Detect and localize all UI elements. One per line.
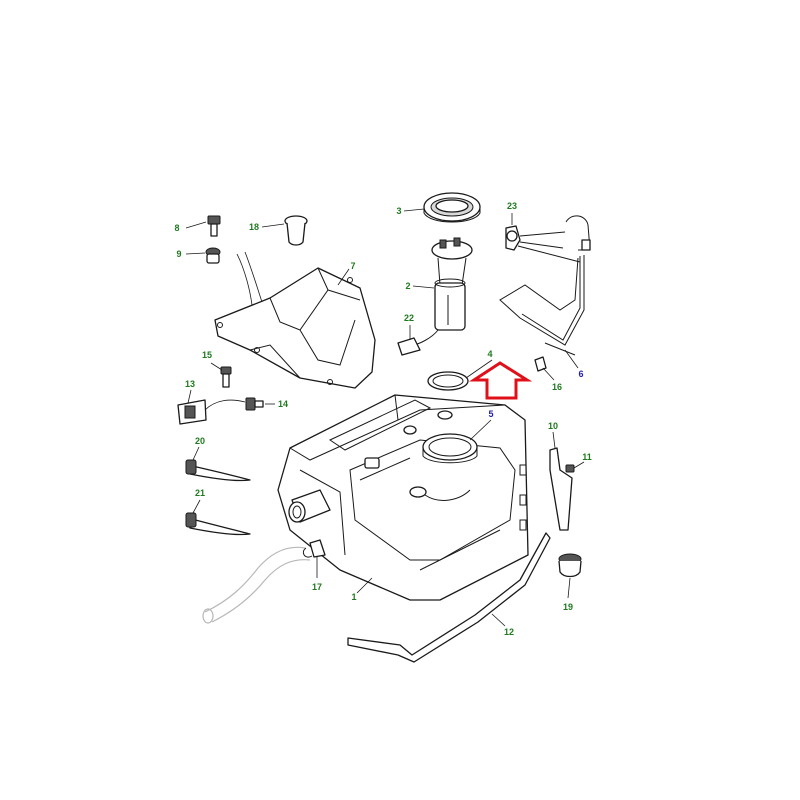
bolt-15 — [220, 366, 232, 388]
callout-22: 22 — [404, 313, 414, 323]
clip-17 — [302, 539, 326, 558]
callout-9: 9 — [176, 249, 181, 259]
breather-pipe — [499, 215, 591, 356]
nut-9 — [205, 247, 221, 264]
tank-strap-12 — [347, 532, 551, 663]
callout-15: 15 — [202, 350, 212, 360]
bracket-10 — [549, 447, 573, 531]
strap-21 — [185, 512, 251, 536]
bump-stop-19 — [558, 553, 582, 578]
tank-flange-ring — [422, 433, 478, 464]
callout-23: 23 — [507, 201, 517, 211]
callout-6: 6 — [578, 369, 583, 379]
bolt-8 — [207, 215, 221, 237]
locking-ring — [423, 192, 481, 223]
strap-20 — [185, 459, 251, 482]
callout-12: 12 — [504, 627, 514, 637]
heat-shield — [214, 251, 376, 389]
callout-17: 17 — [312, 582, 322, 592]
callout-2: 2 — [405, 281, 410, 291]
grommet-18 — [284, 215, 308, 246]
callout-16: 16 — [552, 382, 562, 392]
callout-3: 3 — [396, 206, 401, 216]
screw-11 — [565, 464, 575, 473]
fuel-pump-module — [411, 237, 473, 346]
callout-11: 11 — [582, 452, 592, 462]
callout-20: 20 — [195, 436, 205, 446]
callout-10: 10 — [548, 421, 558, 431]
callout-14: 14 — [278, 399, 288, 409]
pump-seal-ring — [427, 371, 469, 391]
callout-labels: 8 9 18 7 3 2 22 4 5 23 6 16 15 13 14 20 … — [174, 201, 591, 637]
breather-valve — [505, 225, 581, 263]
callout-19: 19 — [563, 602, 573, 612]
callout-1: 1 — [351, 592, 356, 602]
fuel-tank — [277, 394, 529, 601]
pipe-clip — [534, 356, 547, 372]
callout-4: 4 — [487, 349, 492, 359]
callout-7: 7 — [350, 261, 355, 271]
sender-connector — [397, 337, 421, 356]
callout-21: 21 — [195, 488, 205, 498]
callout-8: 8 — [174, 223, 179, 233]
callout-5: 5 — [488, 409, 493, 419]
callout-13: 13 — [185, 379, 195, 389]
filler-hose — [202, 546, 311, 624]
callout-18: 18 — [249, 222, 259, 232]
bracket-13 — [177, 399, 207, 425]
leader-lines — [185, 208, 585, 627]
bolt-14 — [204, 397, 264, 411]
up-arrow-icon — [468, 361, 533, 400]
